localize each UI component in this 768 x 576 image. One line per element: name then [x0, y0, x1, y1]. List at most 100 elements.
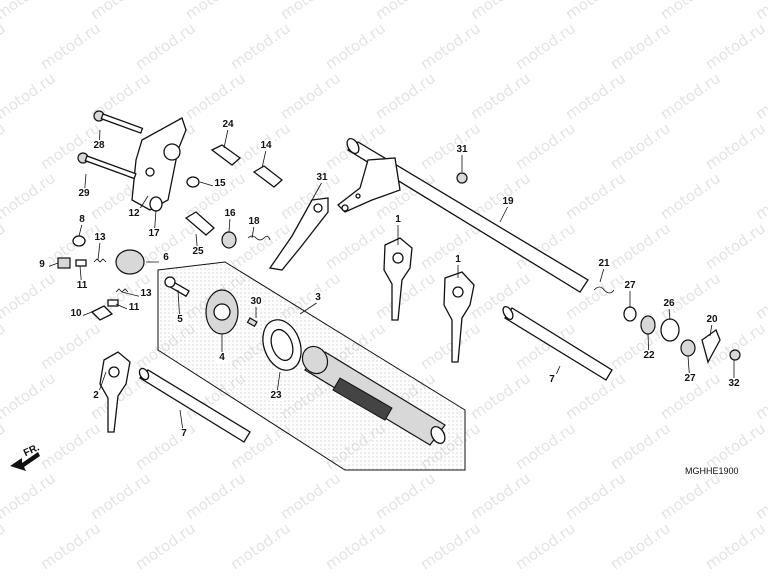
watermark-text: motod.ru — [657, 0, 724, 23]
callout-number: 7 — [549, 374, 555, 385]
shaft-7-lower — [138, 367, 251, 443]
callout-bg — [623, 280, 637, 291]
watermark-text: motod.ru — [702, 219, 768, 273]
callout-number: 31 — [316, 172, 328, 183]
callout-number: 18 — [248, 216, 260, 227]
callout-number: 15 — [214, 178, 226, 189]
fork-1-left — [383, 237, 413, 321]
watermark-text: motod.ru — [752, 0, 768, 23]
watermark-text: motod.ru — [132, 19, 199, 73]
callout-number: 12 — [128, 208, 140, 219]
arm-20 — [701, 328, 721, 364]
bearing-28 — [660, 318, 680, 342]
stopper-arm-6 — [115, 249, 145, 275]
watermark-text: motod.ru — [182, 0, 249, 23]
watermark-text: motod.ru — [417, 319, 484, 373]
watermark-text: motod.ru — [87, 0, 154, 23]
callout-number: 6 — [163, 252, 169, 263]
callout-leader — [599, 267, 605, 283]
watermark-text: motod.ru — [417, 19, 484, 73]
callout-leader — [261, 149, 267, 169]
callout-bg — [247, 216, 261, 227]
watermark-text: motod.ru — [277, 69, 344, 123]
callout-number: 30 — [250, 296, 262, 307]
bolt-22 — [456, 172, 468, 184]
watermark-text: motod.ru — [607, 419, 674, 473]
callout-bg — [597, 258, 611, 269]
watermark-text: motod.ru — [752, 269, 768, 323]
watermark-text: motod.ru — [752, 169, 768, 223]
callout-bg — [223, 208, 237, 219]
watermark-text: motod.ru — [322, 519, 389, 573]
watermark-text: motod.ru — [37, 419, 104, 473]
callout-bg — [451, 254, 465, 265]
callout-number: 29 — [78, 188, 90, 199]
watermark-text: motod.ru — [562, 369, 629, 423]
callout-bg — [727, 378, 741, 389]
watermark-text: motod.ru — [227, 519, 294, 573]
watermark-text: motod.ru — [752, 69, 768, 123]
fork-2 — [99, 351, 131, 433]
watermark-text: motod.ru — [0, 69, 59, 123]
callout-leader — [668, 307, 671, 321]
watermark-text: motod.ru — [607, 19, 674, 73]
watermark-text: motod.ru — [512, 419, 579, 473]
watermark-text: motod.ru — [277, 469, 344, 523]
callout-number: 23 — [270, 390, 282, 401]
collar-27-lower — [184, 211, 215, 236]
callout-bg — [249, 296, 263, 307]
watermark-text: motod.ru — [0, 469, 59, 523]
watermark-text: motod.ru — [0, 219, 9, 273]
watermark-text: motod.ru — [182, 69, 249, 123]
watermark-text: motod.ru — [37, 319, 104, 373]
callout-leader — [299, 301, 319, 315]
callout-bg — [215, 352, 229, 363]
callout-number: 19 — [502, 196, 514, 207]
callout-number: 3 — [315, 292, 321, 303]
plate-23 — [268, 197, 329, 271]
callout-number: 11 — [129, 302, 140, 313]
callout-bg — [177, 428, 191, 439]
callout-number: 13 — [94, 232, 106, 243]
watermark-text: motod.ru — [562, 169, 629, 223]
callout-number: 16 — [224, 208, 236, 219]
pin-11-upper — [75, 259, 87, 267]
callout-bg — [35, 259, 49, 270]
watermark-text: motod.ru — [37, 19, 104, 73]
callout-number: 32 — [728, 378, 740, 389]
callout-bg — [77, 188, 91, 199]
callout-number: 25 — [192, 246, 204, 257]
spring-21 — [593, 286, 615, 294]
callout-bg — [159, 252, 173, 263]
watermark-text: motod.ru — [657, 469, 724, 523]
callout-leader — [228, 217, 231, 233]
watermark-text: motod.ru — [512, 119, 579, 173]
callout-bg — [501, 196, 515, 207]
watermark-text: motod.ru — [37, 519, 104, 573]
callout-bg — [69, 308, 83, 319]
callout-bg — [147, 228, 161, 239]
watermark-text: motod.ru — [132, 519, 199, 573]
watermark-text: motod.ru — [607, 119, 674, 173]
bolt-31-upper — [93, 110, 144, 134]
shift-drum-3 — [301, 345, 446, 446]
circlip-30 — [623, 306, 637, 322]
callout-number: 14 — [260, 140, 272, 151]
callout-bg — [662, 298, 676, 309]
collar-14 — [252, 165, 284, 188]
watermark-text: motod.ru — [657, 169, 724, 223]
bolt-24 — [729, 349, 741, 361]
watermark-text: motod.ru — [512, 519, 579, 573]
watermark-text: motod.ru — [467, 0, 534, 23]
watermark-text: motod.ru — [227, 19, 294, 73]
washer-17 — [149, 196, 163, 212]
callout-bg — [89, 390, 103, 401]
watermark-text: motod.ru — [0, 419, 9, 473]
callout-bg — [173, 314, 187, 325]
watermark-text: motod.ru — [562, 0, 629, 23]
watermark-text: motod.ru — [0, 0, 59, 23]
callout-bg — [75, 280, 89, 291]
callout-bg — [683, 373, 697, 384]
watermark-text: motod.ru — [132, 419, 199, 473]
